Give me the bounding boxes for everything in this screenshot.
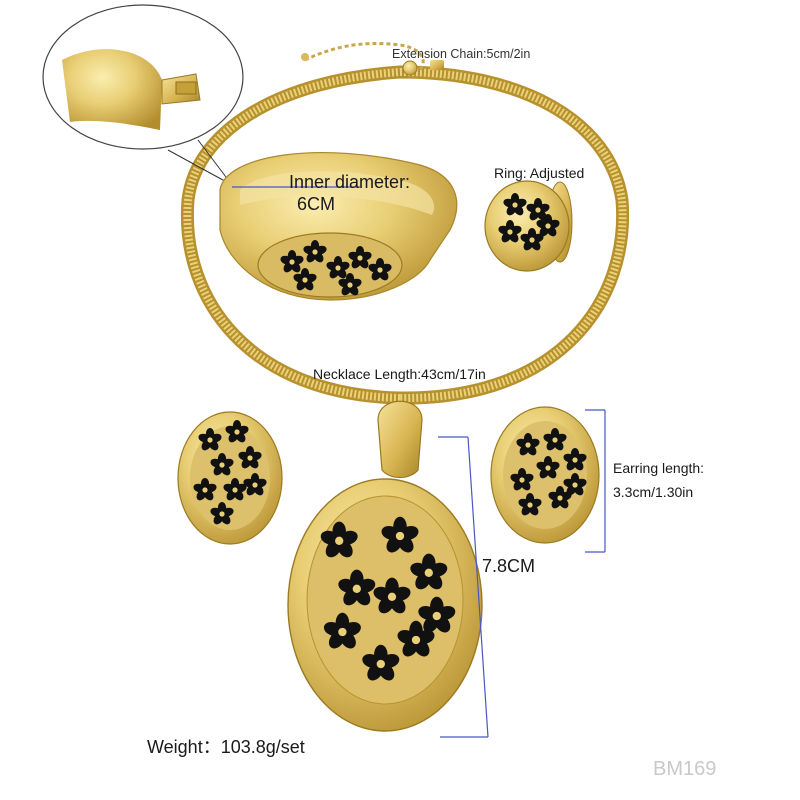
- extension-chain-part: [301, 41, 444, 76]
- pendant-length-bracket: [438, 436, 489, 738]
- pendant: [287, 478, 483, 732]
- watermark-code: BM169: [653, 758, 717, 780]
- extension-chain-label: Extension Chain:5cm/2in: [392, 47, 531, 61]
- clasp-zoom-callout: [42, 4, 244, 186]
- necklace-chain: [180, 65, 630, 405]
- ring-size-label: Ring: Adjusted: [494, 165, 585, 181]
- inner-diameter-title: Inner diameter:: [289, 172, 411, 192]
- weight-label: Weight：103.8g/set: [147, 737, 305, 757]
- right-earring: [490, 406, 600, 544]
- bracelet: [219, 152, 458, 301]
- left-earring: [177, 411, 283, 545]
- ring: [484, 180, 573, 272]
- earring-length-value: 3.3cm/1.30in: [613, 484, 694, 500]
- earring-length-bracket: [585, 409, 606, 553]
- pendant-length-label: 7.8CM: [482, 556, 536, 576]
- inner-diameter-value: 6CM: [297, 194, 336, 214]
- necklace-length-label: Necklace Length:43cm/17in: [313, 366, 486, 382]
- earring-length-title: Earring length:: [613, 460, 705, 476]
- pendant-bail: [377, 400, 423, 479]
